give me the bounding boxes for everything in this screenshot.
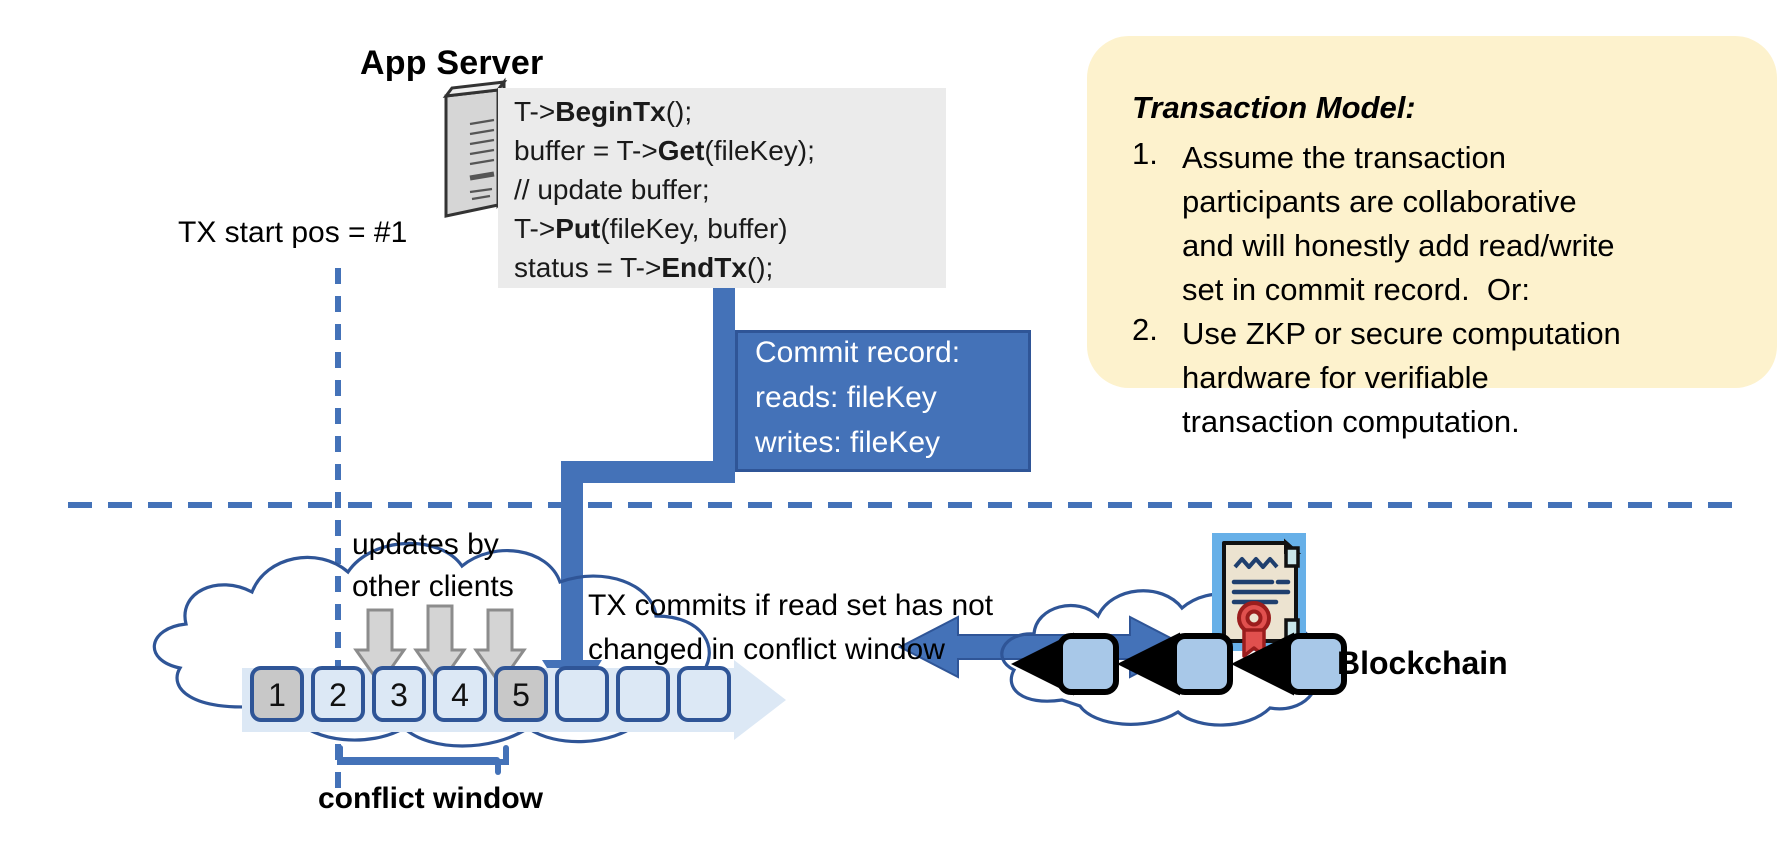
code-line: buffer = T->Get(fileKey);: [514, 135, 815, 166]
app-server-title: App Server: [360, 44, 544, 82]
model-item-1-number: 1.: [1132, 136, 1158, 171]
model-line: Use ZKP or secure computation: [1182, 316, 1621, 351]
code-snippet-box: [498, 88, 946, 288]
code-line: T->BeginTx();: [514, 96, 693, 127]
label-line: other clients: [352, 570, 514, 603]
updates-by-other-clients-label: updates by other clients: [352, 524, 514, 608]
ledger-cell[interactable]: 4: [433, 666, 487, 722]
tx-commits-condition-label: TX commits if read set has not changed in…: [588, 584, 993, 672]
model-line: and will honestly add read/write: [1182, 228, 1615, 263]
tx-start-pos-label: TX start pos = #1: [178, 216, 408, 249]
certificate-seal-icon: [1212, 533, 1306, 658]
server-tower-icon: [442, 77, 508, 218]
commit-record-text: Commit record: reads: fileKey writes: file…: [755, 330, 1045, 465]
conflict-window-label: conflict window: [318, 782, 543, 815]
ledger-cell[interactable]: 1: [250, 666, 304, 722]
transaction-model-title: Transaction Model:: [1132, 90, 1416, 125]
model-line: Assume the transaction: [1182, 140, 1506, 175]
blockchain-cloud: [1000, 589, 1318, 727]
blockchain-block-chain: [1011, 632, 1347, 696]
code-line: T->Put(fileKey, buffer): [514, 213, 788, 244]
ledger-cell[interactable]: [616, 666, 670, 722]
label-line: TX commits if read set has not: [588, 589, 994, 622]
commit-record-line: Commit record:: [755, 336, 961, 369]
commit-record-box: [735, 330, 1031, 472]
ledger-cell[interactable]: [677, 666, 731, 722]
code-line: status = T->EndTx();: [514, 252, 774, 283]
label-line: updates by: [352, 528, 499, 561]
model-line: set in commit record. Or:: [1182, 272, 1530, 307]
transaction-model-panel: [1087, 36, 1777, 388]
ledger-cell[interactable]: 3: [372, 666, 426, 722]
ledger-band-arrowhead: [734, 660, 786, 740]
label-line: changed in conflict window: [588, 633, 945, 666]
model-item-2-number: 2.: [1132, 312, 1158, 347]
model-line: participants are collaborative: [1182, 184, 1577, 219]
blockchain-label: Blockchain: [1337, 645, 1508, 681]
commit-record-line: writes: fileKey: [755, 426, 941, 459]
ledger-cell[interactable]: 2: [311, 666, 365, 722]
code-line: // update buffer;: [514, 174, 710, 205]
ledger-cell[interactable]: 5: [494, 666, 548, 722]
ledger-cell[interactable]: [555, 666, 609, 722]
model-line: transaction computation.: [1182, 404, 1520, 439]
model-item-1-text: Assume the transaction participants are c…: [1182, 136, 1772, 312]
model-item-2-text: Use ZKP or secure computation hardware fo…: [1182, 312, 1772, 444]
conflict-window-brace: [337, 745, 509, 775]
commit-record-line: reads: fileKey: [755, 381, 937, 414]
code-snippet-text: T->BeginTx(); buffer = T->Get(fileKey); //…: [514, 92, 954, 287]
model-line: hardware for verifiable: [1182, 360, 1489, 395]
